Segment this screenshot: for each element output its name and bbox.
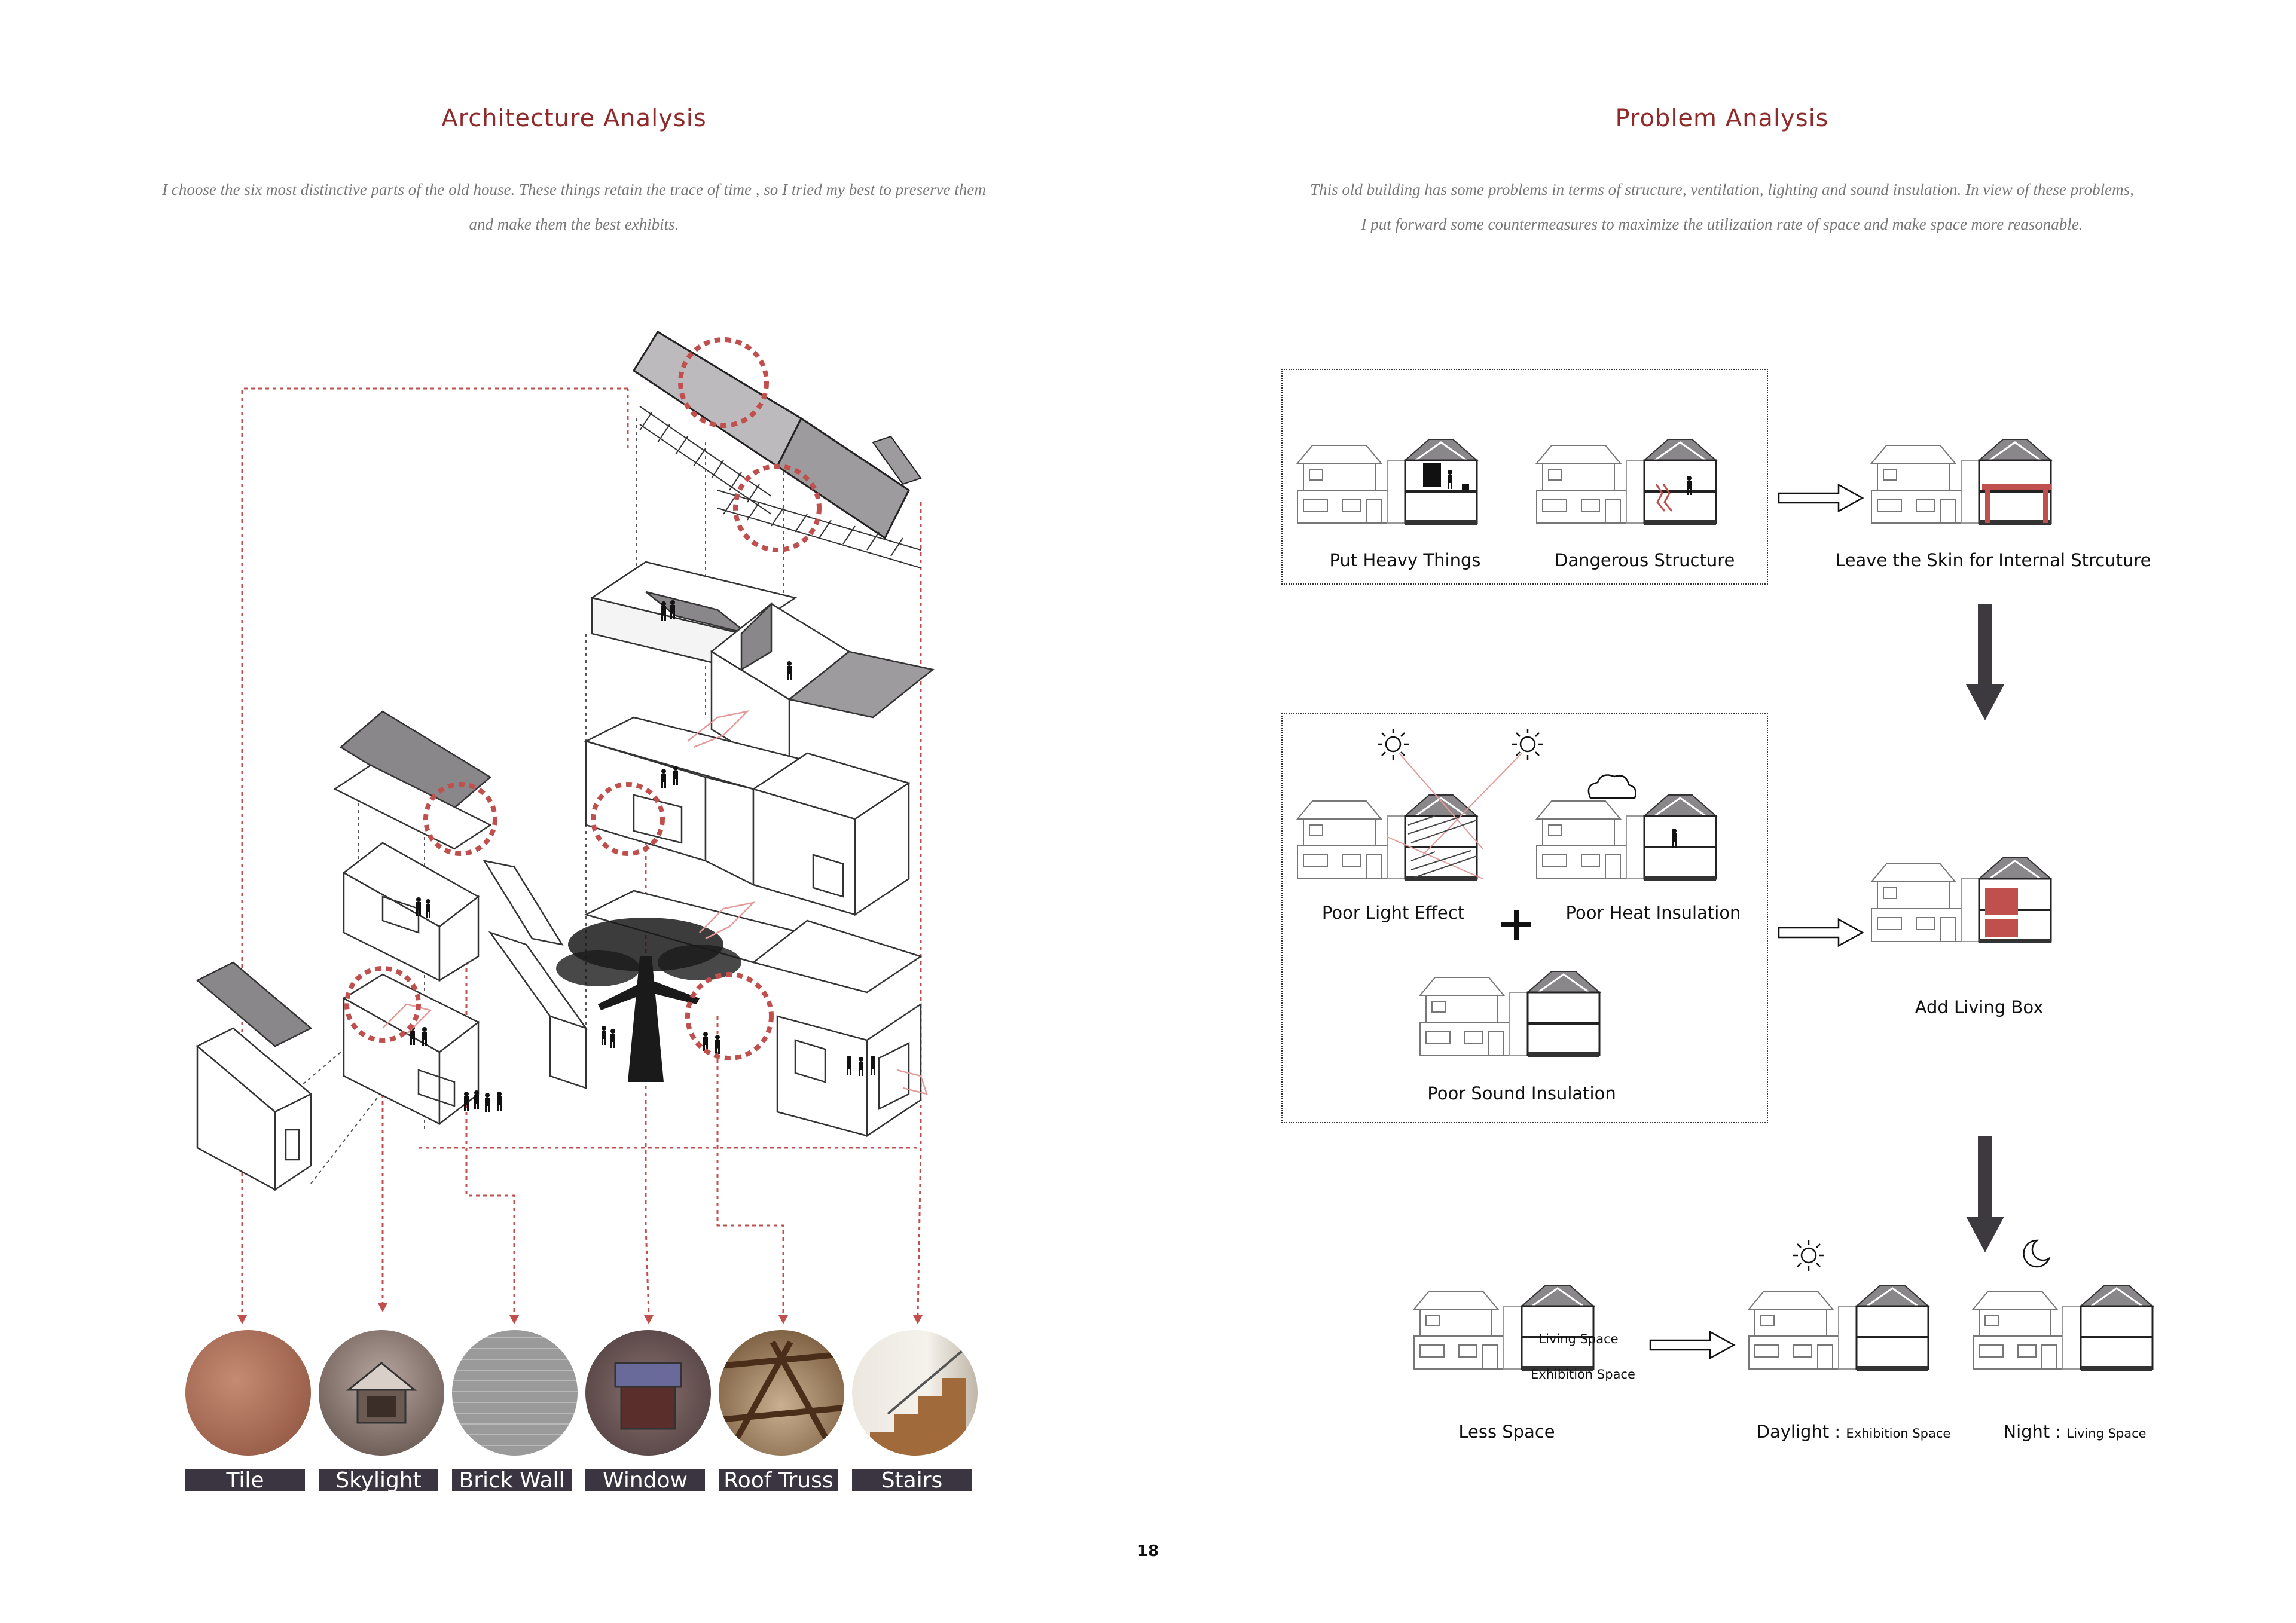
house-skin-structure xyxy=(1870,438,2052,526)
left-title: Architecture Analysis xyxy=(441,105,707,132)
label-leave-the-skin: Leave the Skin for Internal Strcuture xyxy=(1836,550,2151,570)
exhibit-label-brick-wall: Brick Wall xyxy=(452,1469,572,1493)
label-inner-exhibition-space: Exhibition Space xyxy=(1531,1367,1635,1381)
left-intro-line1: I choose the six most distinctive parts … xyxy=(162,181,986,198)
down-arrow-1 xyxy=(1966,604,2004,720)
tile-photo xyxy=(185,1330,311,1456)
leader-arrowheads xyxy=(237,1303,923,1324)
problem-diagrams xyxy=(1296,438,2154,1372)
house-light-effect xyxy=(1296,794,1478,882)
right-intro-line2: I put forward some countermeasures to ma… xyxy=(1361,215,2083,233)
exhibit-label-roof-truss: Roof Truss xyxy=(719,1469,838,1493)
label-inner-living-space: Living Space xyxy=(1538,1332,1619,1346)
house-heat-insulation xyxy=(1535,794,1717,882)
plus-icon xyxy=(1501,910,1531,940)
stairs-photo xyxy=(852,1330,978,1456)
right-intro-line1: This old building has some problems in t… xyxy=(1310,181,2134,198)
main-roof xyxy=(632,330,922,540)
label-dangerous-structure: Dangerous Structure xyxy=(1555,550,1735,570)
middle-floor xyxy=(584,716,911,916)
label-night-prefix: Night : xyxy=(2003,1422,2062,1442)
label-poor-heat-insulation: Poor Heat Insulation xyxy=(1565,903,1741,923)
label-daylight: Daylight : Exhibition Space xyxy=(1734,1422,1973,1442)
roof-truss-photo xyxy=(719,1330,844,1456)
light-rays xyxy=(1387,753,1522,879)
internal-structure-frame xyxy=(1982,484,2051,523)
arrow-row2 xyxy=(1778,918,1864,947)
exhibit-label-stairs: Stairs xyxy=(852,1469,972,1493)
brick-wall-photo xyxy=(452,1330,578,1456)
heavy-things-furniture xyxy=(1423,463,1469,490)
label-daylight-prefix: Daylight : xyxy=(1756,1422,1841,1442)
sun-icon xyxy=(1376,728,1410,761)
label-night-suffix: Living Space xyxy=(2066,1426,2147,1441)
axonometric-diagram xyxy=(196,330,935,1324)
left-intro: I choose the six most distinctive parts … xyxy=(0,172,1148,242)
outer-box xyxy=(196,961,313,1191)
right-intro: This old building has some problems in t… xyxy=(1148,172,2296,242)
moon-icon xyxy=(2023,1239,2051,1268)
problem-box-1 xyxy=(1281,369,1768,585)
label-poor-sound-insulation: Poor Sound Insulation xyxy=(1427,1083,1616,1104)
house-daylight xyxy=(1748,1284,1929,1372)
sun-icon xyxy=(1792,1239,1825,1272)
problem-box-2 xyxy=(1281,713,1768,1123)
exhibit-label-skylight: Skylight xyxy=(319,1469,438,1493)
house-living-box xyxy=(1870,857,2052,945)
house-sound-insulation xyxy=(1419,970,1601,1058)
label-night: Night : Living Space xyxy=(1967,1422,2182,1442)
exhibit-label-tile: Tile xyxy=(185,1469,305,1493)
arrow-row1 xyxy=(1778,484,1864,512)
label-poor-light-effect: Poor Light Effect xyxy=(1321,903,1465,923)
living-box-fill xyxy=(1985,888,2018,937)
ground-floor xyxy=(584,890,923,1138)
shadow-hatch xyxy=(1407,815,1477,878)
arrow-row3 xyxy=(1649,1331,1735,1359)
window-photo xyxy=(585,1330,711,1456)
sun-icon xyxy=(1511,728,1544,761)
crack-marks xyxy=(1655,484,1673,512)
cloud-icon xyxy=(1587,774,1636,799)
left-building xyxy=(333,710,588,1126)
label-put-heavy-things: Put Heavy Things xyxy=(1329,550,1481,570)
exhibit-label-window: Window xyxy=(585,1469,705,1493)
page-number: 18 xyxy=(1137,1542,1159,1560)
skylight-photo xyxy=(319,1330,444,1456)
left-intro-line2: and make them the best exhibits. xyxy=(469,215,679,233)
upper-floor xyxy=(590,561,935,779)
house-night xyxy=(1972,1284,2154,1372)
tree xyxy=(556,918,741,1082)
right-title: Problem Analysis xyxy=(1615,105,1829,132)
highlight-circles xyxy=(344,337,822,1060)
down-arrow-2 xyxy=(1966,1136,2004,1252)
label-add-living-box: Add Living Box xyxy=(1915,997,2044,1017)
label-less-space: Less Space xyxy=(1458,1422,1555,1442)
label-daylight-suffix: Exhibition Space xyxy=(1846,1426,1951,1441)
house-less-space xyxy=(1413,1284,1595,1372)
